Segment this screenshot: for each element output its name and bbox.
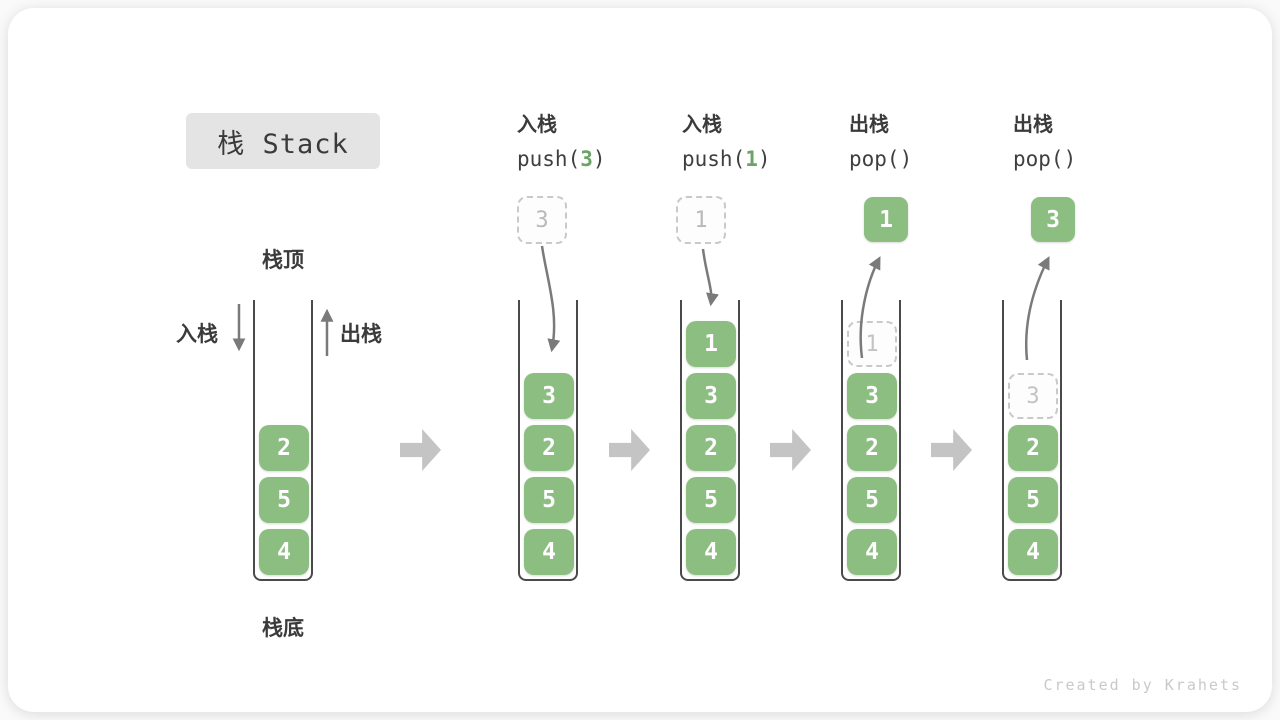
title-badge: 栈 Stack — [186, 113, 380, 169]
ghost-cell: 3 — [1008, 373, 1058, 419]
stack-cell: 2 — [686, 425, 736, 471]
stack-cell: 4 — [524, 529, 574, 575]
stack-cell: 5 — [847, 477, 897, 523]
drop-arrow-icon — [701, 248, 719, 307]
floating-cell: 1 — [864, 197, 908, 242]
op-stack-pop3: 3 2 5 4 — [1002, 300, 1062, 581]
pop-label: 出栈 — [340, 322, 382, 346]
op-label: 入栈 — [517, 112, 557, 136]
stack-cell: 2 — [847, 425, 897, 471]
op-code: push(3) — [517, 147, 606, 171]
flow-arrow-icon — [400, 429, 441, 471]
op-code-arg: 3 — [580, 147, 593, 171]
stack-cell: 4 — [847, 529, 897, 575]
stack-cell: 3 — [524, 373, 574, 419]
op-code: push(1) — [682, 147, 771, 171]
stack-cell: 1 — [686, 321, 736, 367]
op-header-push3: 入栈 push(3) — [517, 108, 606, 171]
stack-cell: 4 — [686, 529, 736, 575]
op-code: pop() — [1013, 147, 1077, 171]
op-stack-pop1: 1 3 2 5 4 — [841, 300, 901, 581]
flow-arrow-icon — [609, 429, 650, 471]
op-stack-push1: 1 3 2 5 4 — [680, 300, 740, 581]
op-code-arg: 1 — [745, 147, 758, 171]
floating-cell: 3 — [517, 196, 567, 244]
page-card: 栈 Stack 栈顶 栈底 入栈 出栈 入栈 push(3) 入栈 push(1… — [8, 8, 1272, 712]
op-code: pop() — [849, 147, 913, 171]
stack-cell: 2 — [1008, 425, 1058, 471]
stack-cell: 5 — [1008, 477, 1058, 523]
stack-cell: 3 — [686, 373, 736, 419]
op-label: 入栈 — [682, 112, 722, 136]
flow-arrow-icon — [931, 429, 972, 471]
stack-top-label: 栈顶 — [262, 248, 304, 272]
op-label: 出栈 — [1013, 112, 1053, 136]
ghost-cell: 1 — [847, 321, 897, 367]
op-header-push1: 入栈 push(1) — [682, 108, 771, 171]
op-header-pop1: 出栈 pop() — [849, 108, 912, 171]
stack-cell: 3 — [847, 373, 897, 419]
stack-cell: 2 — [259, 425, 309, 471]
stack-cell: 2 — [524, 425, 574, 471]
stack-cell: 5 — [686, 477, 736, 523]
stack-cell: 5 — [259, 477, 309, 523]
op-stack-push3: 3 2 5 4 — [518, 300, 578, 581]
op-label: 出栈 — [849, 112, 889, 136]
stack-bottom-label: 栈底 — [262, 616, 304, 640]
initial-stack: 2 5 4 — [253, 300, 313, 581]
floating-cell: 3 — [1031, 197, 1075, 242]
stack-cell: 5 — [524, 477, 574, 523]
floating-cell: 1 — [676, 196, 726, 244]
push-label: 入栈 — [176, 322, 218, 346]
stack-cell: 4 — [259, 529, 309, 575]
watermark: Created by Krahets — [1043, 676, 1242, 694]
stack-cell: 4 — [1008, 529, 1058, 575]
op-header-pop3: 出栈 pop() — [1013, 108, 1076, 171]
diagram-canvas: 栈 Stack 栈顶 栈底 入栈 出栈 入栈 push(3) 入栈 push(1… — [8, 8, 1272, 712]
flow-arrow-icon — [770, 429, 811, 471]
